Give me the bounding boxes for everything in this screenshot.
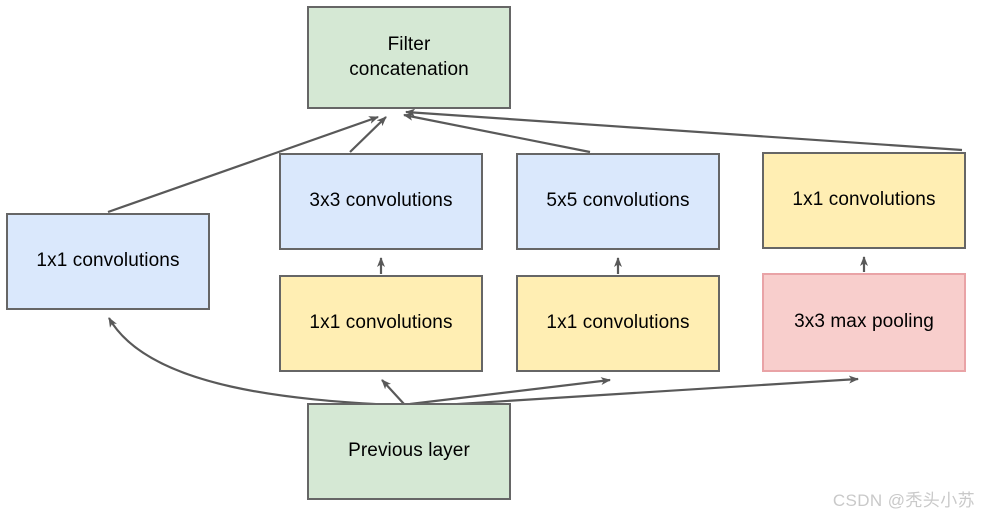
node-3x3-convolutions[interactable]: 3x3 convolutions xyxy=(279,153,483,250)
node-label: Previous layer xyxy=(348,440,470,462)
node-filter-concatenation[interactable]: Filter concatenation xyxy=(307,6,511,109)
edge-previous-layer-to-1x1-before-5x5 xyxy=(409,377,611,406)
edge-3x3-to-filter-concatenation xyxy=(349,116,387,153)
node-3x3-max-pooling[interactable]: 3x3 max pooling xyxy=(762,273,966,372)
node-label: 5x5 convolutions xyxy=(546,190,690,212)
node-1x1-convolutions-before-5x5[interactable]: 1x1 convolutions xyxy=(516,275,720,372)
edge-previous-layer-to-1x1-before-3x3 xyxy=(381,379,405,405)
node-previous-layer[interactable]: Previous layer xyxy=(307,403,511,500)
node-label: 3x3 convolutions xyxy=(309,190,453,212)
node-label: 1x1 convolutions xyxy=(36,250,180,272)
node-label: 1x1 convolutions xyxy=(309,312,453,334)
node-5x5-convolutions[interactable]: 5x5 convolutions xyxy=(516,153,720,250)
edge-5x5-to-filter-concatenation xyxy=(403,112,591,154)
node-left-1x1-convolutions[interactable]: 1x1 convolutions xyxy=(6,213,210,310)
node-label: 3x3 max pooling xyxy=(794,311,934,333)
node-1x1-convolutions-before-3x3[interactable]: 1x1 convolutions xyxy=(279,275,483,372)
node-label: 1x1 convolutions xyxy=(792,189,936,211)
node-label: 1x1 convolutions xyxy=(546,312,690,334)
edge-right-1x1-to-filter-concatenation xyxy=(405,108,963,152)
node-right-1x1-convolutions[interactable]: 1x1 convolutions xyxy=(762,152,966,249)
node-label: Filter concatenation xyxy=(349,34,469,80)
watermark-text: CSDN @秃头小苏 xyxy=(832,491,975,510)
